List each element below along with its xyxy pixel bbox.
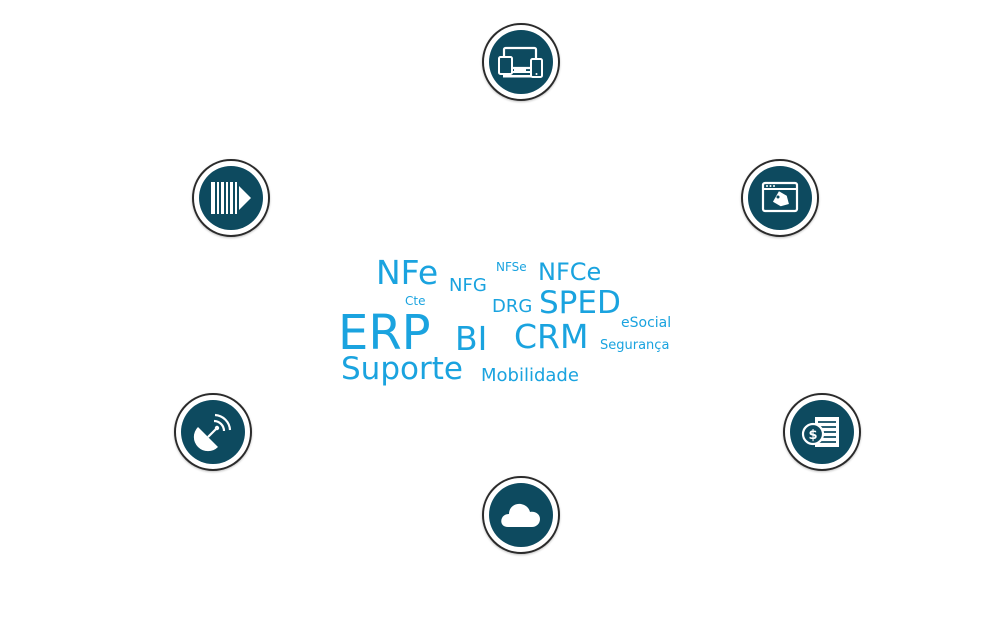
word-drg: DRG xyxy=(492,296,533,317)
barcode-node[interactable] xyxy=(192,159,270,237)
word-esocial: eSocial xyxy=(621,315,672,331)
word-nfse: NFSe xyxy=(496,260,527,274)
word-mobilidade: Mobilidade xyxy=(481,365,579,386)
word-crm: CRM xyxy=(514,317,589,356)
word-nfg: NFG xyxy=(449,275,487,296)
barcode-arrow-icon xyxy=(199,166,263,230)
word-seguranca: Segurança xyxy=(600,338,670,353)
devices-icon xyxy=(489,30,553,94)
money-node[interactable]: $ xyxy=(783,393,861,471)
word-suporte: Suporte xyxy=(341,351,463,387)
word-cte: Cte xyxy=(405,294,426,308)
word-nfce: NFCe xyxy=(538,258,602,286)
cloud-icon xyxy=(489,483,553,547)
cloud-node[interactable] xyxy=(482,476,560,554)
browser-node[interactable] xyxy=(741,159,819,237)
satellite-dish-icon xyxy=(181,400,245,464)
devices-node[interactable] xyxy=(482,23,560,101)
dollar-document-icon: $ xyxy=(790,400,854,464)
svg-text:$: $ xyxy=(808,428,817,443)
word-nfe: NFe xyxy=(376,253,439,292)
word-erp: ERP xyxy=(338,305,431,361)
browser-tag-icon xyxy=(748,166,812,230)
word-bi: BI xyxy=(455,319,488,358)
word-sped: SPED xyxy=(539,285,621,321)
satellite-node[interactable] xyxy=(174,393,252,471)
